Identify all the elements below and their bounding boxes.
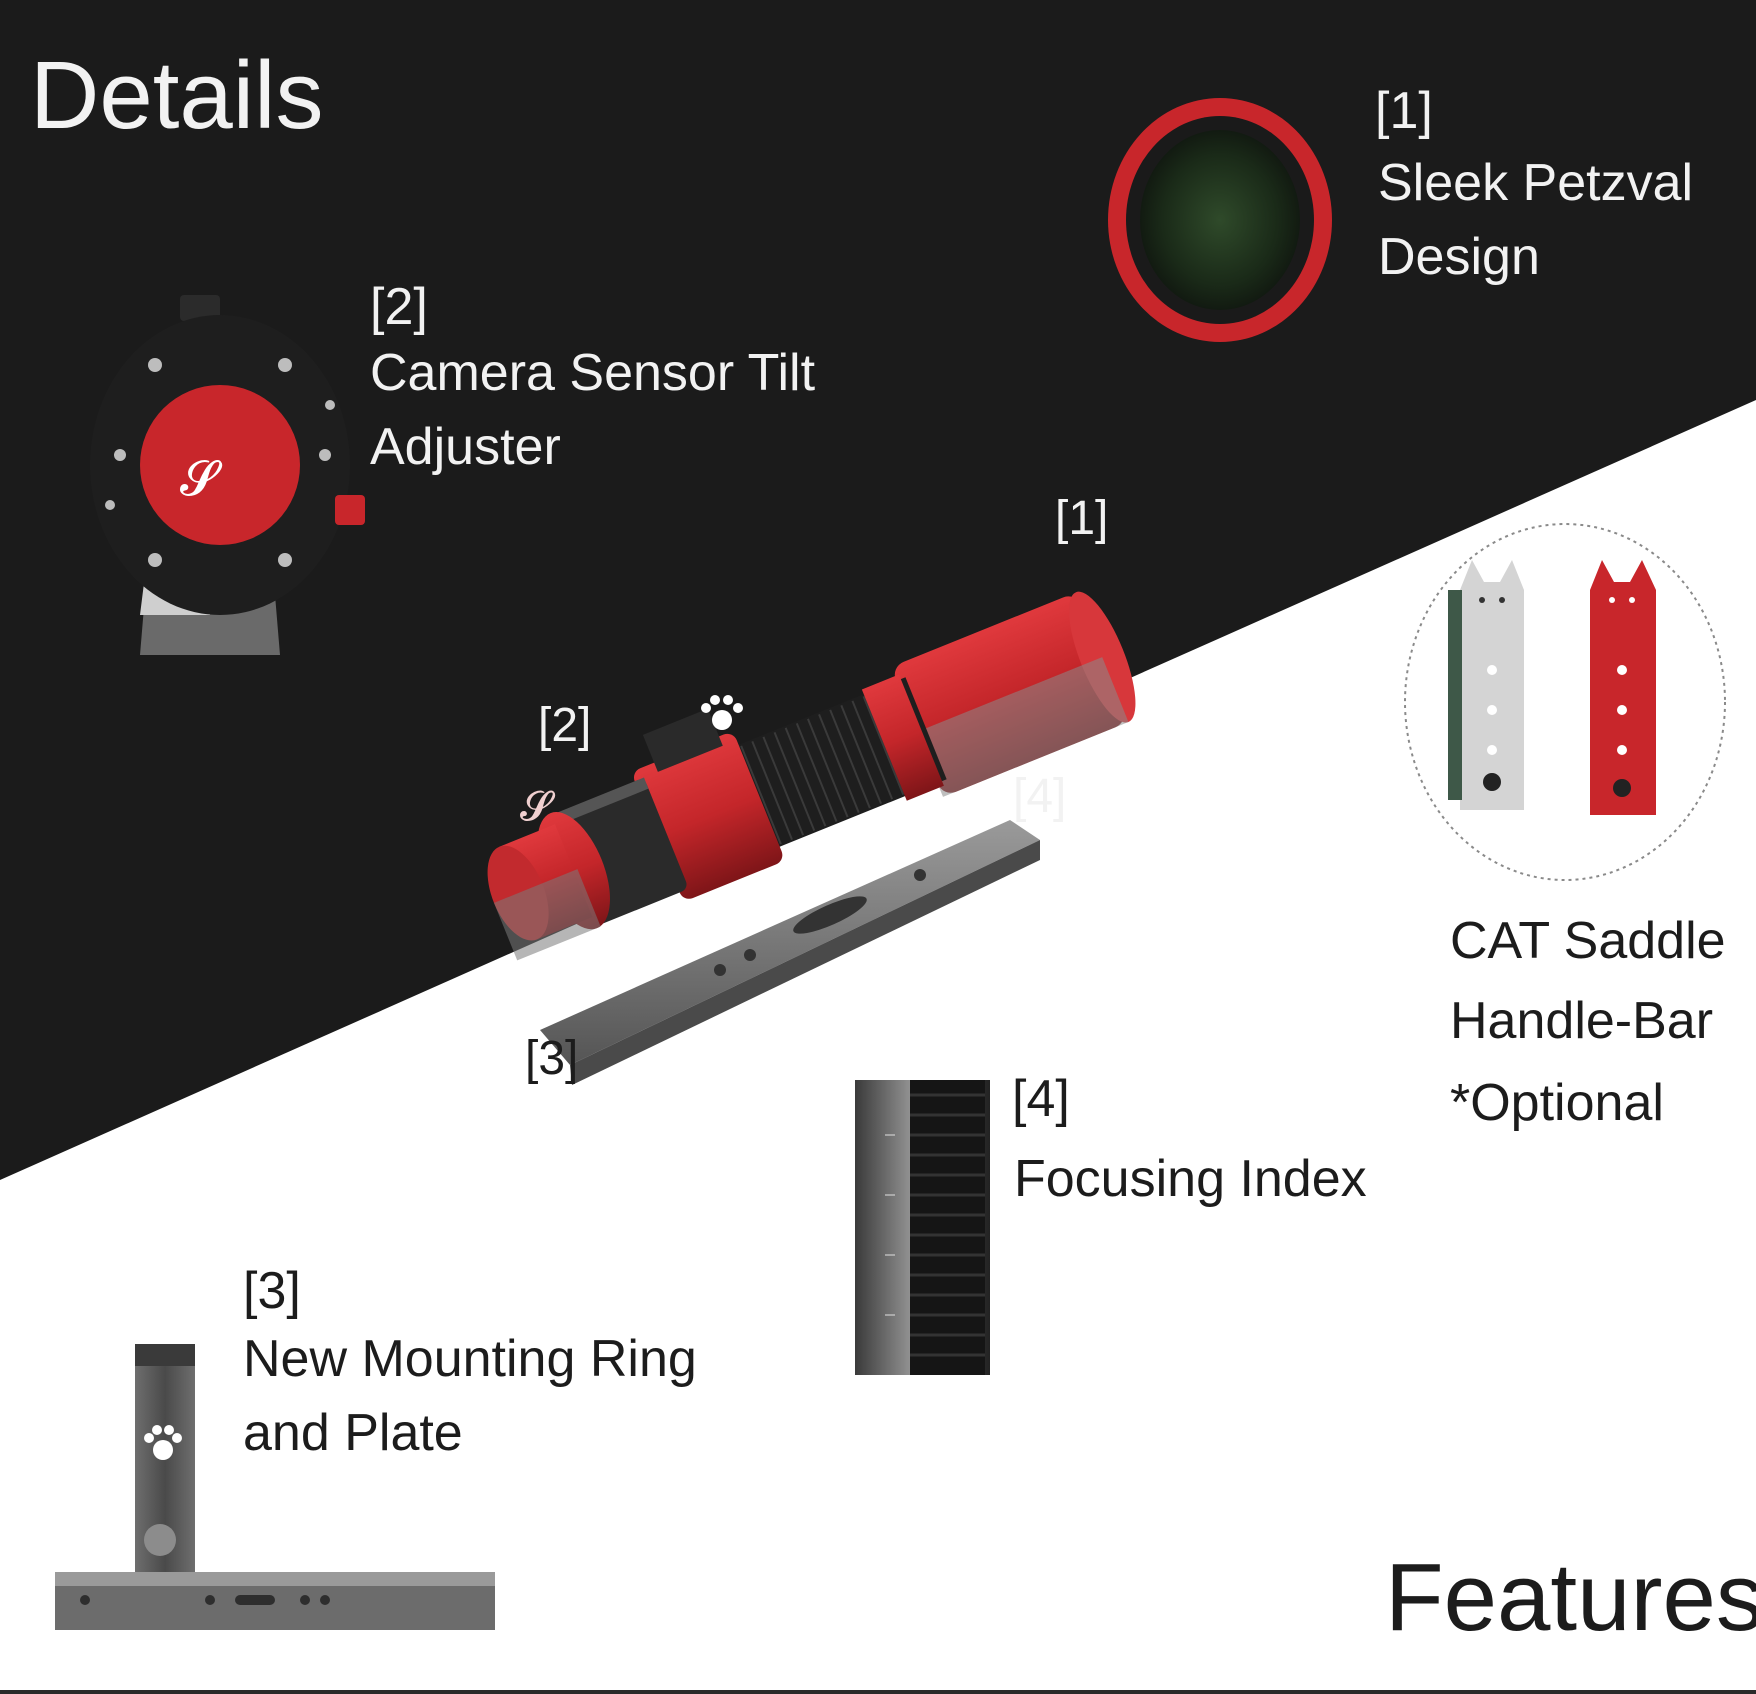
scope-marker-3: [3] xyxy=(525,1032,579,1085)
bottom-border xyxy=(0,1690,1756,1694)
features-heading: Features xyxy=(1385,1544,1756,1651)
saddle-line3: *Optional xyxy=(1450,1074,1664,1132)
mounting-ring-plate-image xyxy=(55,1344,495,1630)
swan-logo-icon: 𝓢 xyxy=(520,784,556,830)
callout-2-line1: Camera Sensor Tilt xyxy=(370,344,816,402)
tilt-adjuster-image: 𝓢 xyxy=(90,295,365,655)
paw-print-icon xyxy=(701,695,743,730)
petzval-lens-image xyxy=(1108,98,1332,342)
callout-2-index: [2] xyxy=(370,278,428,336)
callout-1-line1: Sleek Petzval xyxy=(1378,154,1694,212)
callout-4-index: [4] xyxy=(1012,1070,1070,1128)
callout-2-line2: Adjuster xyxy=(370,418,561,476)
cat-saddle-image xyxy=(1404,523,1726,881)
saddle-line1: CAT Saddle xyxy=(1450,912,1726,970)
callout-3-line2: and Plate xyxy=(243,1404,463,1462)
swan-logo-icon: 𝓢 xyxy=(180,451,223,507)
callout-4-line1: Focusing Index xyxy=(1014,1150,1367,1208)
saddle-line2: Handle-Bar xyxy=(1450,992,1714,1050)
callout-3-line1: New Mounting Ring xyxy=(243,1330,697,1388)
callout-1-line2: Design xyxy=(1378,228,1540,286)
callout-1-index: [1] xyxy=(1375,82,1433,140)
callout-3-index: [3] xyxy=(243,1262,301,1320)
telescope-image: 𝓢 xyxy=(487,591,1136,1085)
details-heading: Details xyxy=(30,42,324,149)
cat-face-icon xyxy=(1448,560,1524,810)
focusing-index-image xyxy=(855,1080,990,1375)
dovetail-plate xyxy=(540,820,1040,1085)
cat-face-icon xyxy=(1590,560,1656,815)
scope-marker-2: [2] xyxy=(538,699,592,752)
scope-marker-1: [1] xyxy=(1055,492,1109,545)
paw-print-icon xyxy=(144,1425,182,1460)
scope-marker-4: [4] xyxy=(1013,770,1067,823)
